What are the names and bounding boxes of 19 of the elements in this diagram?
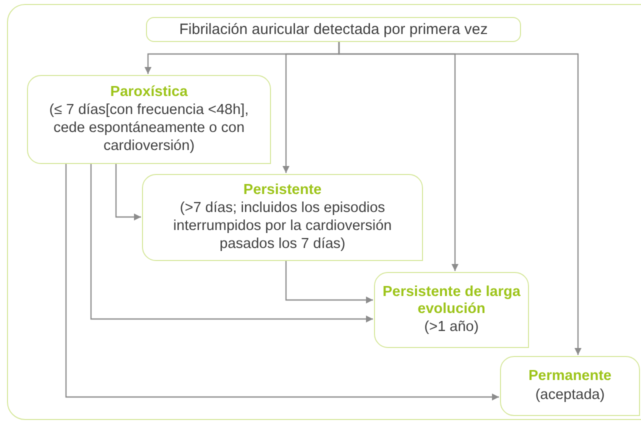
- arrow: [65, 164, 499, 400]
- arrow: [90, 164, 373, 322]
- arrow: [285, 261, 373, 304]
- box-label: Fibrilación auricular detectada por primera vez: [179, 20, 488, 38]
- category-box: [374, 272, 529, 348]
- category-title: Paroxística: [110, 84, 188, 101]
- category-box: [142, 174, 423, 261]
- category-description: (>7 días; incluidos los episodios interrumpidos por la cardioversión pasados los 7 días): [172, 199, 393, 254]
- category-title: Persistente de larga evolución: [382, 284, 522, 318]
- category-description: (aceptada): [535, 386, 605, 404]
- category-box: [27, 75, 271, 164]
- category-title: Permanente: [528, 368, 612, 386]
- category-title: Persistente: [243, 182, 322, 199]
- start-box: [146, 17, 521, 42]
- category-description: (>1 año): [424, 318, 479, 336]
- category-description: (≤ 7 días[con frecuencia <48h], cede espontáneamente o con cardioversión): [48, 101, 250, 156]
- arrow: [115, 164, 141, 220]
- category-box: [500, 356, 640, 416]
- arrow: [338, 42, 582, 355]
